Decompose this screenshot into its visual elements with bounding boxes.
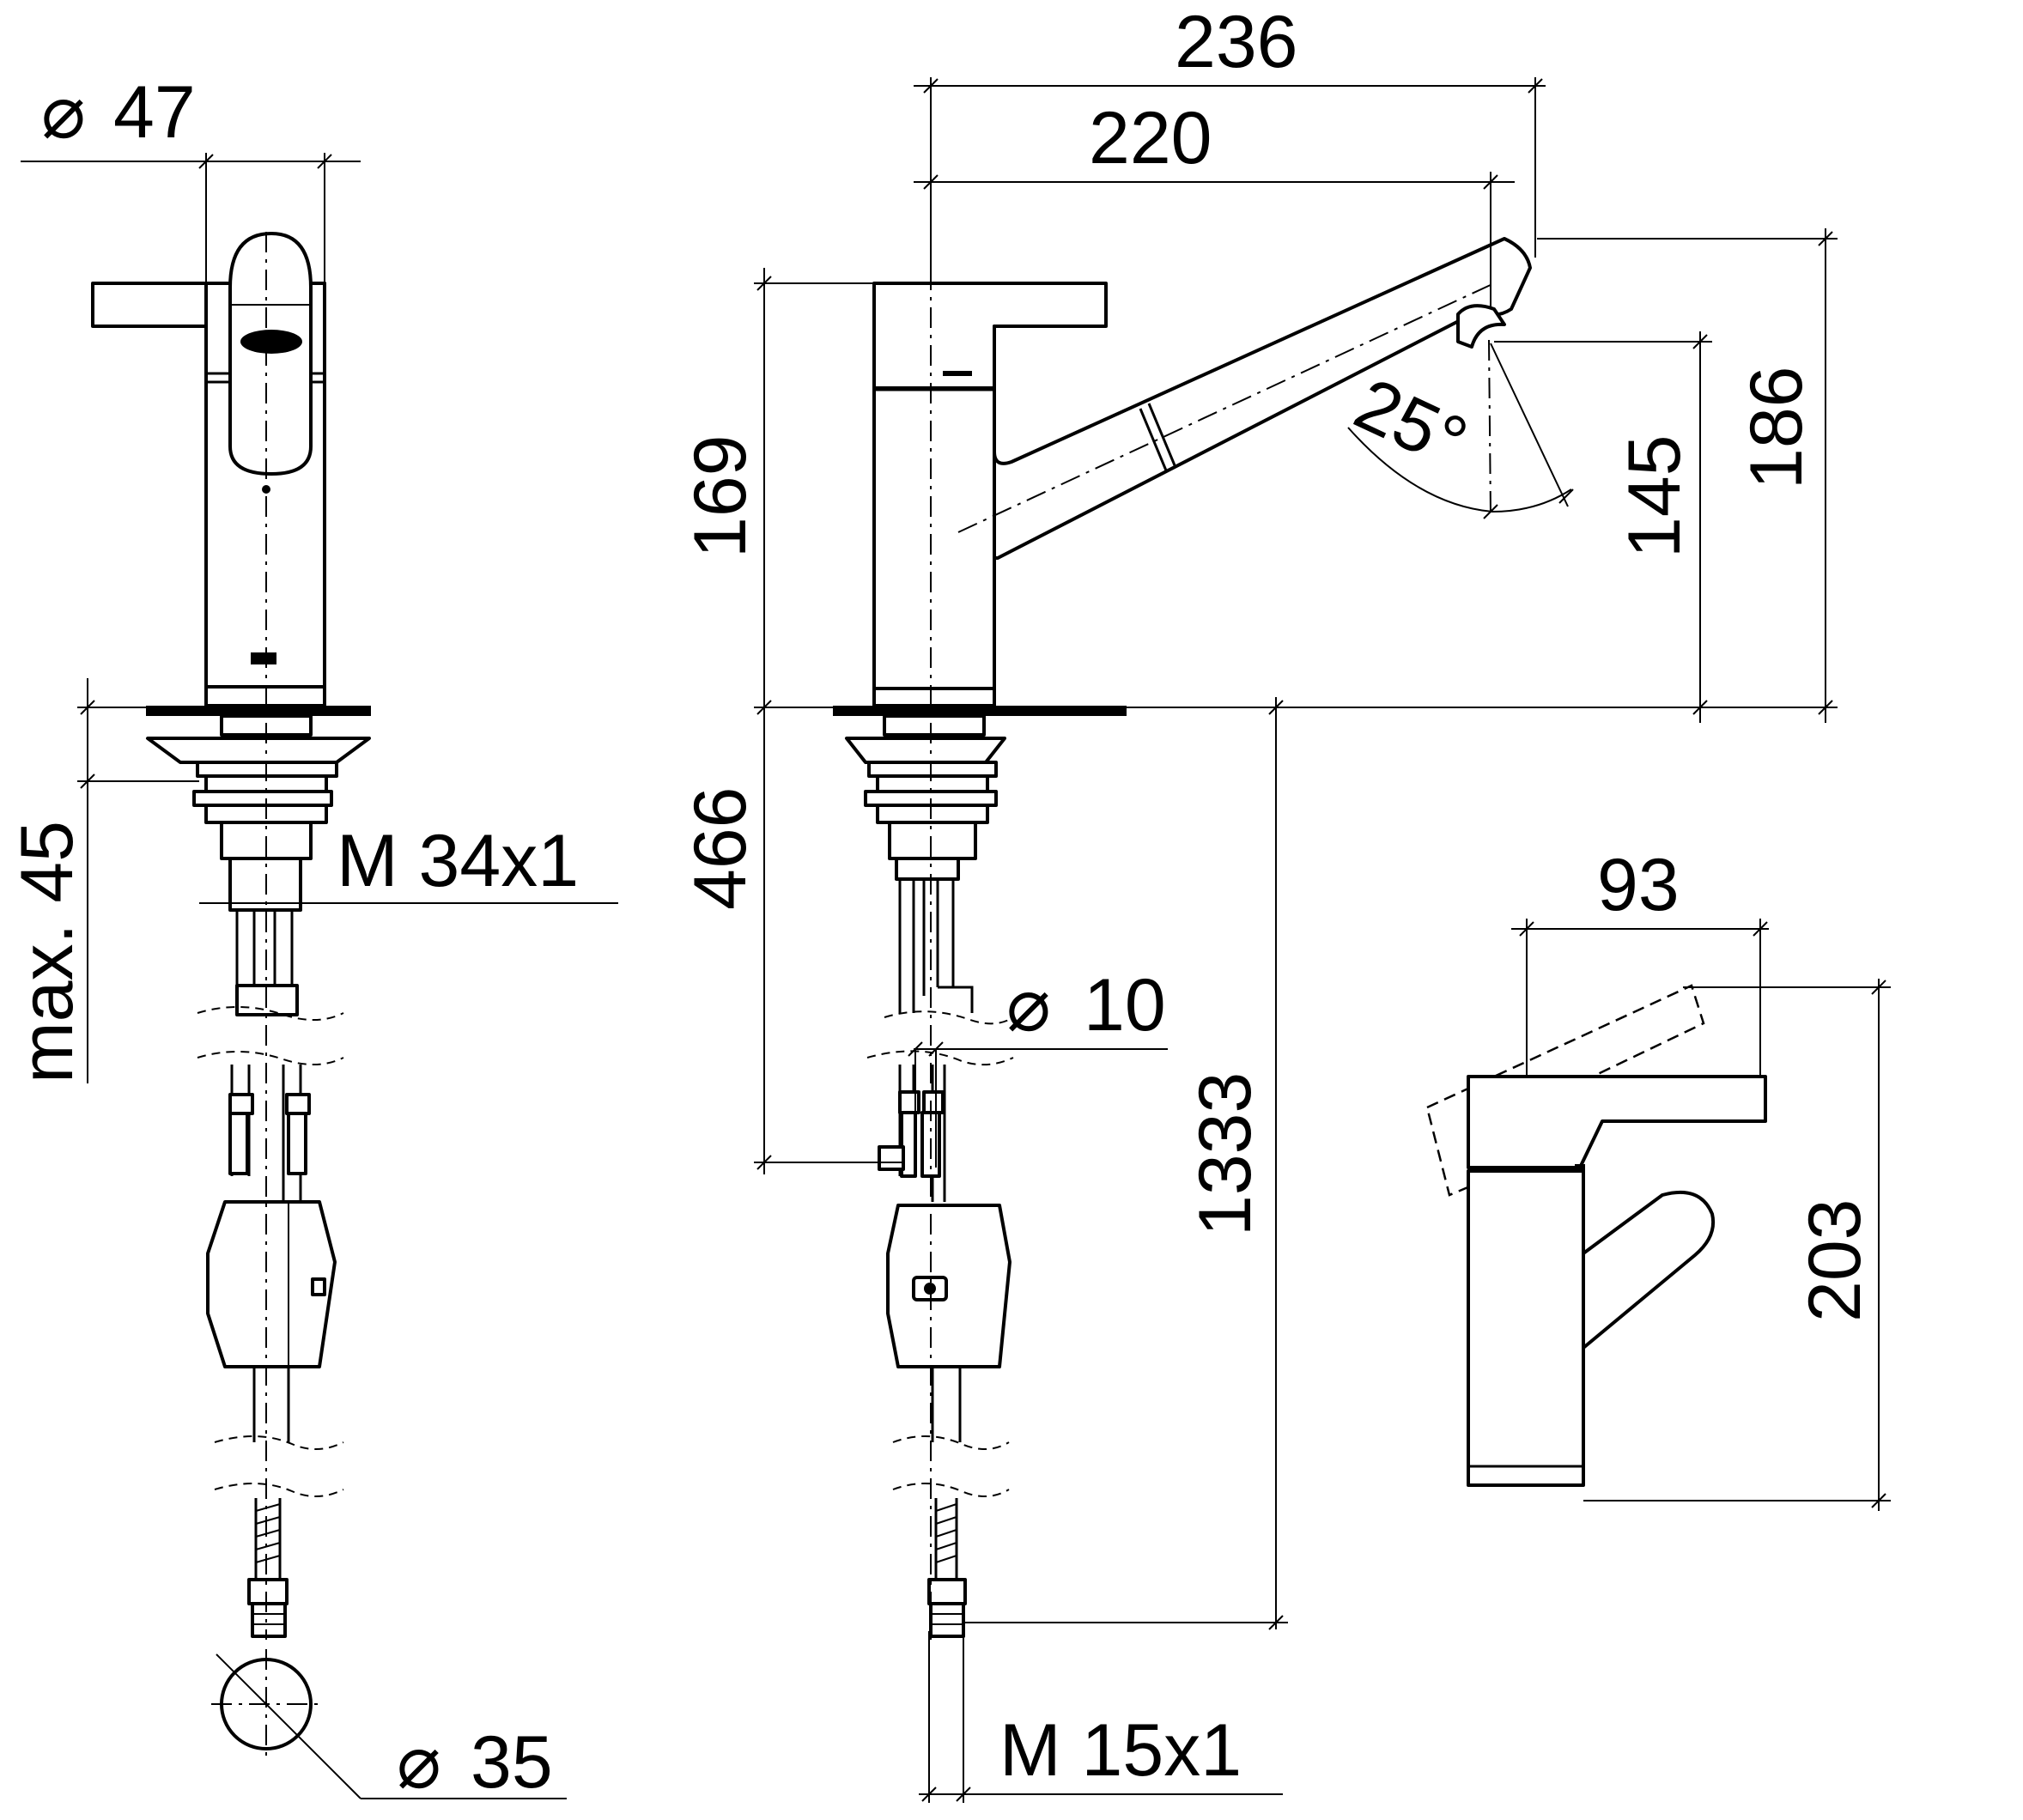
lever-view: 93 203 [1425, 844, 1891, 1511]
lever-spout [1582, 1190, 1715, 1350]
dim-186: 186 [1735, 367, 1818, 490]
side-counterweight [886, 1204, 1012, 1368]
dim-220: 220 [1089, 97, 1212, 179]
dim-m34: M 34x1 [337, 820, 579, 902]
side-handle [872, 282, 1108, 390]
dim-max-45: max. 45 [6, 821, 88, 1083]
dim-angle-25: 25° [1343, 362, 1479, 484]
dia10-symbol: ⌀ [1006, 964, 1051, 1046]
lever-body [1467, 1169, 1585, 1487]
dim-dia-10: 10 [1084, 964, 1166, 1046]
front-counterweight [206, 1200, 337, 1368]
dim-1333: 1333 [1184, 1072, 1267, 1236]
dim-m15: M 15x1 [999, 1709, 1242, 1792]
dim-466: 466 [679, 787, 762, 911]
front-spout [228, 232, 313, 476]
front-aerator [240, 330, 302, 354]
dim-169: 169 [679, 435, 762, 559]
dim-236: 236 [1175, 1, 1298, 83]
dim-dia-35: 35 [471, 1721, 553, 1804]
dim-203: 203 [1794, 1199, 1876, 1323]
dim-dia-47: 47 [113, 71, 196, 154]
dia47-symbol: ⌀ [41, 71, 86, 154]
lever-handle [1467, 1075, 1767, 1169]
side-body [872, 386, 996, 690]
front-countertop [146, 706, 371, 716]
dia35-symbol: ⌀ [397, 1721, 441, 1804]
dim-145: 145 [1613, 435, 1696, 559]
front-view: ⌀ 47 max. 45 M 34x1 ⌀ 35 [6, 71, 618, 1804]
dim-93: 93 [1597, 844, 1680, 926]
